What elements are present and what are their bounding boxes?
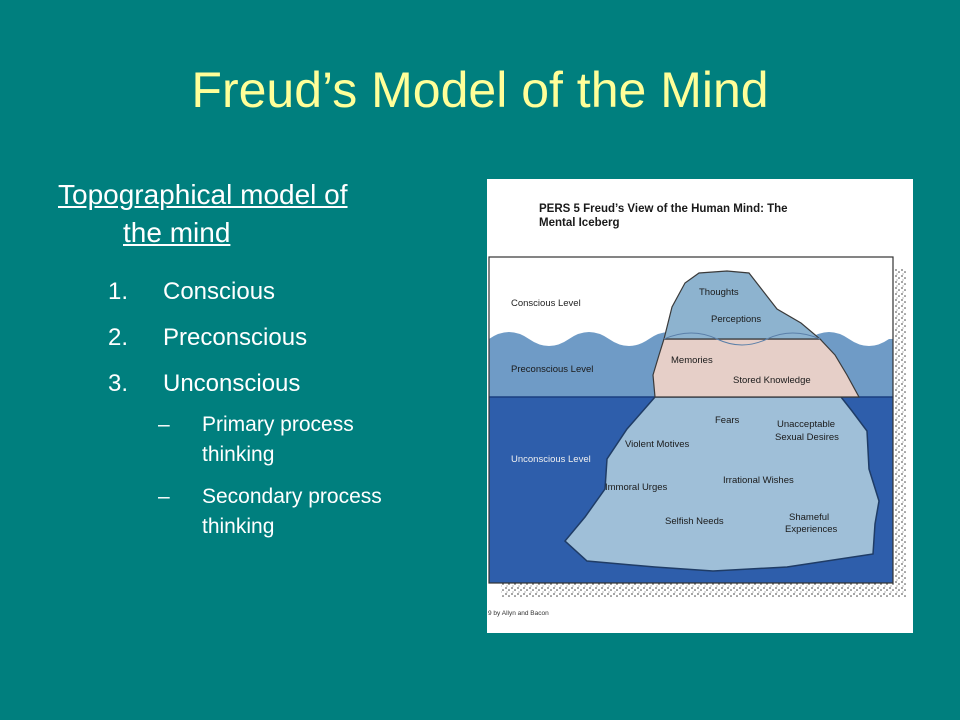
figure-credit: 9 by Allyn and Bacon (488, 610, 549, 617)
sub-dash: – (158, 413, 170, 436)
label-irrational-wishes: Irrational Wishes (723, 475, 794, 486)
iceberg-middle (652, 338, 861, 398)
speckle-border-bottom (501, 583, 907, 597)
label-immoral-urges: Immoral Urges (605, 482, 668, 493)
sub-label: Secondary process thinking (202, 482, 452, 542)
label-thoughts: Thoughts (699, 287, 739, 298)
iceberg-deep (563, 396, 880, 572)
sub-label-line-2: thinking (202, 443, 275, 466)
iceberg-tip (663, 270, 822, 340)
label-violent-motives: Violent Motives (625, 439, 689, 450)
sub-label-line-2: thinking (202, 515, 275, 538)
list-label: Preconscious (163, 324, 308, 351)
speckle-border-right (895, 269, 907, 594)
water-line (663, 332, 821, 346)
conscious-level-label: Conscious Level (511, 298, 581, 309)
label-unacceptable-1: Unacceptable (777, 419, 835, 430)
label-fears: Fears (715, 415, 740, 426)
sub-label-line-1: Primary process (202, 413, 354, 436)
label-memories: Memories (671, 355, 713, 366)
list-number: 3. (108, 370, 129, 397)
sub-label-line-1: Secondary process (202, 485, 382, 508)
preconscious-level-label: Preconscious Level (511, 364, 593, 375)
label-perceptions: Perceptions (711, 314, 761, 325)
list-number: 1. (108, 278, 129, 305)
unconscious-level-label: Unconscious Level (511, 454, 591, 465)
subtitle-line-2: the mind (123, 217, 231, 248)
figure-header-line-2: Mental Iceberg (539, 217, 620, 229)
label-unacceptable-2: Sexual Desires (775, 432, 839, 443)
label-stored-knowledge: Stored Knowledge (733, 375, 811, 386)
panel-frame (488, 256, 894, 584)
list-label: Unconscious (163, 370, 301, 397)
figure-header-line-1: PERS 5 Freud’s View of the Human Mind: T… (539, 203, 788, 215)
iceberg-diagram: PERS 5 Freud’s View of the Human Mind: T… (488, 203, 907, 617)
slide-subtitle: Topographical model of the mind (58, 176, 458, 252)
list-number: 2. (108, 324, 129, 351)
list-label: Conscious (163, 278, 276, 305)
subtitle-line-1: Topographical model of (58, 179, 348, 210)
sub-label: Primary process thinking (202, 410, 452, 470)
label-shameful-2: Experiences (785, 524, 838, 535)
iceberg-panel (489, 257, 893, 583)
iceberg-figure: PERS 5 Freud’s View of the Human Mind: T… (487, 179, 913, 633)
slide-title: Freud’s Model of the Mind (191, 62, 769, 118)
label-selfish-needs: Selfish Needs (665, 516, 724, 527)
label-shameful-1: Shameful (789, 512, 829, 523)
sub-dash: – (158, 485, 170, 508)
